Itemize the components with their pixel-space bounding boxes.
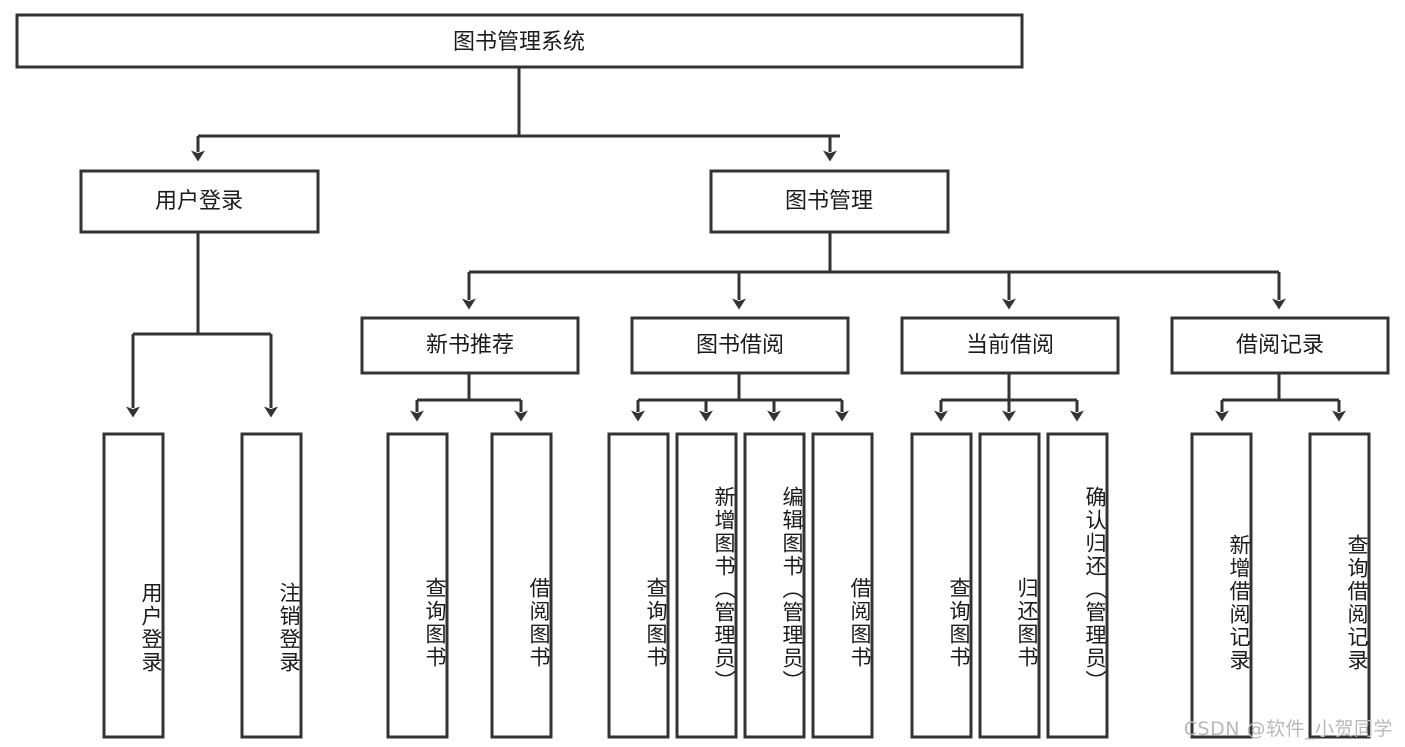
connector-root-to-level2	[191, 67, 840, 162]
node-user-login-label: 用户登录	[155, 189, 243, 214]
node-user-login[interactable]: 用户登录	[79, 169, 320, 234]
node-leaf-query-book-1[interactable]	[386, 432, 449, 739]
node-book-management-label: 图书管理	[785, 189, 873, 214]
node-leaf-return-book[interactable]	[978, 432, 1041, 739]
node-system-title-label: 图书管理系统	[453, 30, 585, 55]
connector-userlogin-to-leaves	[126, 232, 278, 418]
node-leaf-borrow-book-1[interactable]	[490, 432, 553, 739]
node-leaf-add-record[interactable]	[1190, 432, 1253, 739]
node-leaf-confirm-return[interactable]	[1046, 432, 1109, 739]
node-leaf-query-record[interactable]	[1308, 432, 1371, 739]
node-borrow-record[interactable]: 借阅记录	[1170, 316, 1390, 375]
node-leaf-user-login[interactable]	[102, 432, 165, 739]
connector-bookborrow-to-leaves	[631, 373, 849, 422]
node-current-borrow[interactable]: 当前借阅	[900, 316, 1120, 375]
node-borrow-record-label: 借阅记录	[1236, 333, 1324, 358]
connector-borrowrecord-to-leaves	[1215, 373, 1346, 422]
node-leaf-query-book-2[interactable]	[607, 432, 670, 739]
node-leaf-query-book-3[interactable]	[910, 432, 973, 739]
connector-bookmgmt-to-level3	[462, 232, 1286, 310]
node-current-borrow-label: 当前借阅	[966, 333, 1054, 358]
node-system-title[interactable]: 图书管理系统	[15, 13, 1024, 69]
node-new-book-recommend[interactable]: 新书推荐	[360, 316, 580, 375]
node-leaf-edit-book[interactable]	[743, 432, 806, 739]
node-leaf-user-logout[interactable]	[240, 432, 303, 739]
node-book-borrow-label: 图书借阅	[696, 333, 784, 358]
connector-currentborrow-to-leaves	[934, 373, 1084, 422]
watermark-text: CSDN @软件_小贺同学	[1183, 718, 1393, 740]
node-leaf-add-book[interactable]	[675, 432, 738, 739]
node-book-management[interactable]: 图书管理	[709, 169, 950, 234]
node-new-book-recommend-label: 新书推荐	[426, 333, 514, 358]
node-leaf-borrow-book-2[interactable]	[811, 432, 874, 739]
connector-newbook-to-leaves	[410, 373, 528, 422]
node-book-borrow[interactable]: 图书借阅	[630, 316, 850, 375]
